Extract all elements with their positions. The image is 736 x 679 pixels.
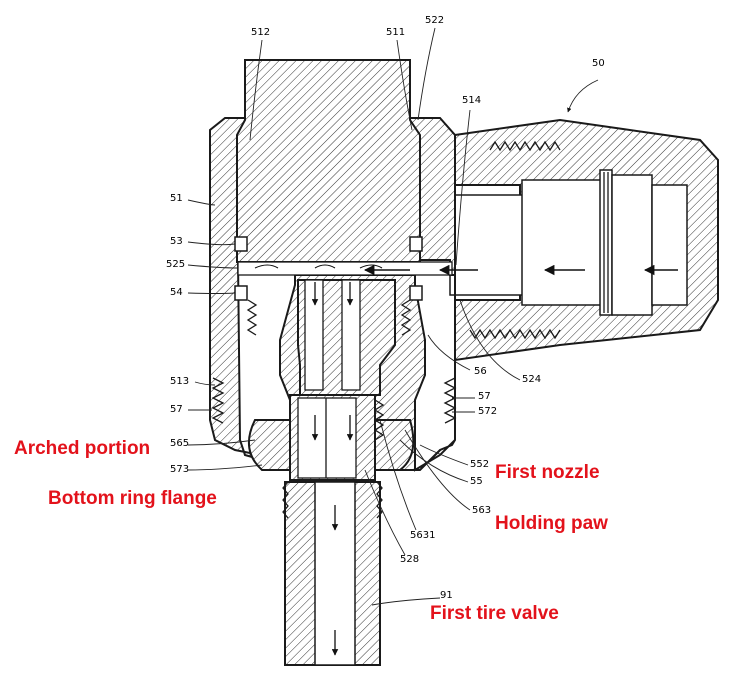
nozzle-assembly [247,279,415,481]
ref-55: 55 [470,476,483,487]
flow-arrows [311,264,678,656]
air-passage [237,261,453,276]
ref-91: 91 [440,590,453,601]
ref-525: 525 [166,259,186,270]
ref-528: 528 [400,554,420,565]
ref-512: 512 [251,27,271,38]
ref-572: 572 [478,406,498,417]
ref-57-right: 57 [478,391,491,402]
ref-524: 524 [522,374,542,385]
callout-bottom-ring-flange: Bottom ring flange [48,488,217,509]
ref-563: 563 [472,505,492,516]
ref-565: 565 [170,438,190,449]
pointer-arrow-50 [567,79,599,113]
ref-522: 522 [425,15,445,26]
ref-50: 50 [592,58,605,69]
tire-valve-stem [282,481,383,666]
ref-514: 514 [462,95,482,106]
ref-552: 552 [470,459,490,470]
callout-first-nozzle: First nozzle [495,462,600,483]
ref-511: 511 [386,27,406,38]
ref-573: 573 [170,464,190,475]
ref-51: 51 [170,193,183,204]
side-housing [449,118,719,362]
ref-56: 56 [474,366,487,377]
leader-lines [187,27,521,606]
ref-57-left: 57 [170,404,183,415]
ref-513: 513 [170,376,190,387]
callout-arched-portion: Arched portion [14,438,151,459]
ref-53: 53 [170,236,183,247]
ref-54: 54 [170,287,183,298]
callout-holding-paw: Holding paw [495,513,608,534]
callout-first-tire-valve: First tire valve [430,603,559,624]
ref-5631: 5631 [410,530,436,541]
